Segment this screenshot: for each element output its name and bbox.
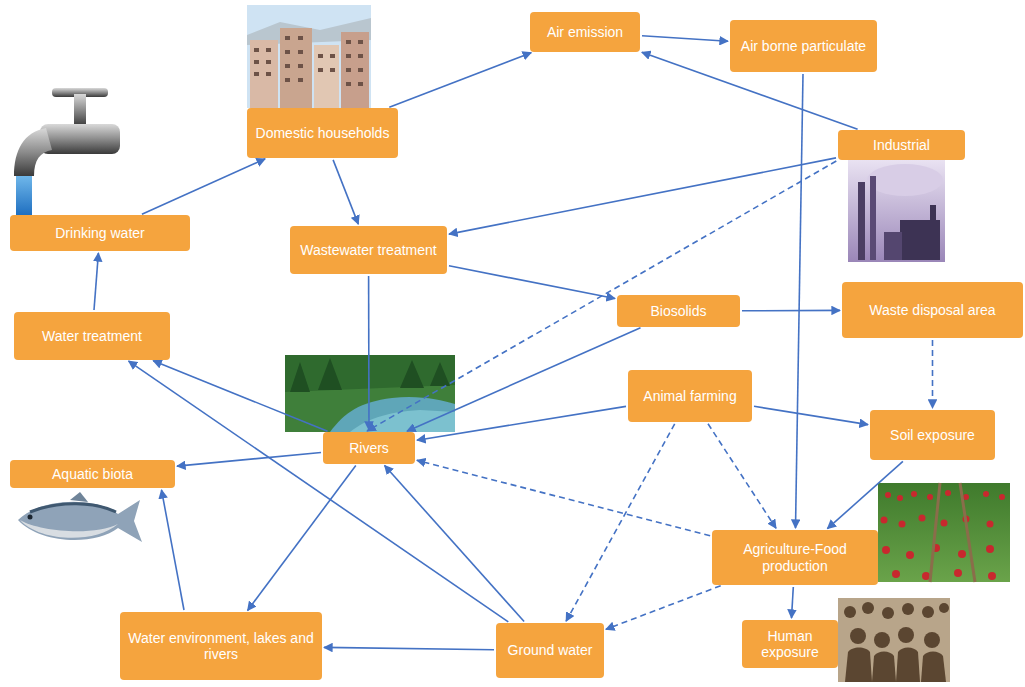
box-label: Industrial: [873, 137, 930, 153]
factory-picture: [848, 160, 945, 262]
flow-arrow: [367, 161, 836, 431]
box-label: Wastewater treatment: [300, 242, 436, 258]
flow-arrow: [333, 160, 358, 224]
box-label: Air borne particulate: [741, 38, 866, 54]
flow-arrow: [368, 276, 370, 430]
box-label: Water treatment: [42, 328, 142, 344]
flow-arrow: [162, 490, 185, 610]
process-box: Rivers: [323, 432, 415, 464]
flow-arrow: [754, 406, 868, 424]
process-box: Air borne particulate: [730, 20, 877, 72]
flow-arrow: [94, 253, 98, 310]
process-box: Aquatic biota: [10, 460, 175, 488]
process-box: Industrial: [838, 130, 965, 160]
buildings-picture: [247, 5, 371, 108]
process-box: Water treatment: [14, 312, 170, 360]
process-box: Drinking water: [10, 215, 190, 251]
flow-arrow: [932, 340, 934, 408]
process-box: Ground water: [496, 623, 604, 678]
flow-arrow: [742, 310, 840, 312]
flow-arrow: [796, 74, 804, 528]
process-box: Waste disposal area: [842, 282, 1023, 338]
box-label: Soil exposure: [890, 427, 975, 443]
process-box: Domestic households: [247, 108, 398, 158]
flow-arrow: [827, 461, 903, 528]
flow-arrow: [177, 453, 321, 467]
flow-arrow: [385, 466, 524, 622]
box-label: Rivers: [349, 440, 389, 456]
box-label: Drinking water: [55, 225, 144, 241]
box-label: Ground water: [508, 642, 593, 658]
flow-arrow: [389, 53, 531, 108]
flow-arrow: [449, 266, 615, 299]
flow-arrow: [324, 647, 494, 649]
box-label: Human exposure: [748, 628, 832, 660]
flow-arrow: [407, 328, 641, 431]
box-label: Air emission: [547, 24, 623, 40]
box-label: Aquatic biota: [52, 466, 133, 482]
flow-arrow: [449, 158, 836, 234]
box-label: Water environment, lakes and rivers: [126, 630, 316, 662]
flow-arrow: [142, 159, 265, 214]
process-box: Biosolids: [617, 295, 740, 327]
box-label: Domestic households: [256, 125, 390, 141]
process-box: Soil exposure: [870, 410, 995, 460]
flow-arrow: [417, 406, 626, 440]
flow-arrow: [417, 460, 710, 535]
flow-arrow: [708, 424, 776, 529]
box-label: Agriculture-Food production: [718, 541, 872, 573]
fish-picture: [18, 492, 142, 542]
process-box: Human exposure: [742, 620, 838, 668]
flow-arrow: [248, 466, 356, 611]
box-label: Biosolids: [650, 303, 706, 319]
field-picture: [878, 483, 1010, 582]
flow-arrow: [792, 587, 794, 618]
flow-arrow: [642, 36, 728, 42]
process-box: Wastewater treatment: [290, 226, 447, 274]
faucet-picture: [14, 88, 120, 215]
process-box: Water environment, lakes and rivers: [120, 612, 322, 680]
crowd-picture: [838, 598, 950, 682]
box-label: Animal farming: [643, 388, 736, 404]
process-box: Agriculture-Food production: [712, 530, 878, 585]
process-box: Air emission: [530, 12, 640, 52]
flow-arrow: [606, 586, 721, 630]
process-box: Animal farming: [628, 370, 752, 422]
flow-arrow: [129, 361, 509, 622]
box-label: Waste disposal area: [869, 302, 995, 318]
